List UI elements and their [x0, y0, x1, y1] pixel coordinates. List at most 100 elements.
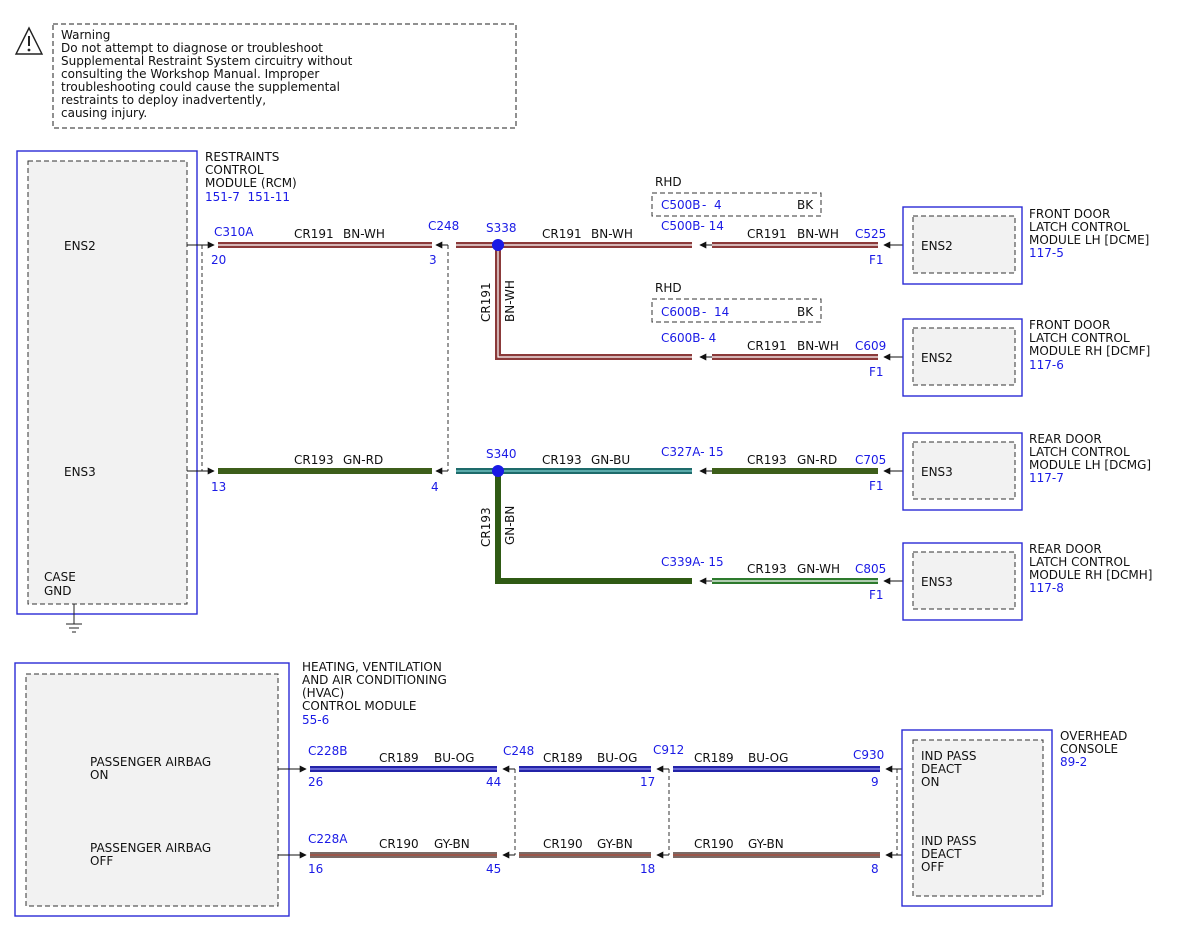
warning-title: Warning [61, 28, 111, 42]
c327a-pin-label: C327A- 15 [661, 445, 724, 459]
rhd-box-1-dash: - [702, 198, 706, 212]
wire-cr191-vertical-label: CR191 [479, 282, 493, 322]
rcm-pin-ens3: ENS3 [64, 465, 96, 479]
overhead-pin-on-line2: DEACT [921, 762, 962, 776]
warning-line-1: Do not attempt to diagnose or troublesho… [61, 41, 324, 55]
warning-line-6: causing injury. [61, 106, 148, 120]
rhd-box-1-pin: 4 [714, 198, 722, 212]
wire-gn-rd-label-1: GN-RD [343, 453, 383, 467]
door-module-rear-lh-name-2: LATCH CONTROL [1029, 445, 1130, 459]
door-module-front-lh: ENS2 FRONT DOOR LATCH CONTROL MODULE LH … [902, 206, 1149, 285]
c930-pin-9: 9 [871, 775, 879, 789]
hvac-ref: 55-6 [302, 713, 329, 727]
rcm-pin-ens2: ENS2 [64, 239, 96, 253]
wire-cr193-gn-bn-branch [495, 471, 692, 584]
door-module-front-rh-name-1: FRONT DOOR [1029, 318, 1110, 332]
wire-cr193-label-3: CR193 [747, 453, 787, 467]
door-module-front-lh-name-1: FRONT DOOR [1029, 207, 1110, 221]
c228a-label: C228A [308, 832, 348, 846]
wire-gn-bn-vertical-label: GN-BN [503, 506, 517, 545]
overhead-console-inner [912, 739, 1044, 897]
door-module-front-lh-name-2: LATCH CONTROL [1029, 220, 1130, 234]
wire-bu-og-label-2: BU-OG [597, 751, 637, 765]
c248-pin-4: 4 [431, 480, 439, 494]
c912-pin-17: 17 [640, 775, 655, 789]
warning-line-3: consulting the Workshop Manual. Improper [61, 67, 320, 81]
overhead-name-line1: OVERHEAD [1060, 729, 1127, 743]
wire-bu-og-label-1: BU-OG [434, 751, 474, 765]
door-module-rear-rh-name-1: REAR DOOR [1029, 542, 1102, 556]
overhead-pin-on-line1: IND PASS [921, 749, 976, 763]
door-module-rear-rh-ref: 117-8 [1029, 581, 1064, 595]
overhead-name-line2: CONSOLE [1060, 742, 1118, 756]
s338-splice [492, 239, 504, 251]
rhd-box-2-dash: - [702, 305, 706, 319]
rhd-box-2-pin: 14 [714, 305, 729, 319]
warning-text: Warning Do not attempt to diagnose or tr… [61, 29, 352, 120]
c248b-label: C248 [503, 744, 534, 758]
door-module-rear-rh-pin: ENS3 [921, 575, 953, 589]
door-module-rear-rh: ENS3 REAR DOOR LATCH CONTROL MODULE RH [… [902, 542, 1152, 621]
wire-gn-rd-label-2: GN-RD [797, 453, 837, 467]
s340-label: S340 [486, 447, 517, 461]
rcm-case-gnd-line2: GND [44, 584, 72, 598]
door-module-rear-lh: ENS3 REAR DOOR LATCH CONTROL MODULE LH [… [902, 432, 1151, 511]
c600b-pin-label: C600B- 4 [661, 331, 716, 345]
c310a-pin-13: 13 [211, 480, 226, 494]
hvac-pin-on-line2: ON [90, 768, 108, 782]
hvac-name-line4: CONTROL MODULE [302, 699, 417, 713]
rcm-name-line3: MODULE (RCM) [205, 176, 297, 190]
wire-cr189-label-2: CR189 [543, 751, 583, 765]
rcm-name-line2: CONTROL [205, 163, 264, 177]
c912-label: C912 [653, 743, 684, 757]
warning-line-4: troubleshooting could cause the suppleme… [61, 80, 340, 94]
rhd-box-1 [651, 192, 822, 217]
overhead-pin-off-line2: DEACT [921, 847, 962, 861]
hvac-name-line2: AND AIR CONDITIONING [302, 673, 447, 687]
overhead-pin-on-line3: ON [921, 775, 939, 789]
door-module-front-rh-name-2: LATCH CONTROL [1029, 331, 1130, 345]
wire-gy-bn-label-3: GY-BN [748, 837, 784, 851]
wire-cr190-label-2: CR190 [543, 837, 583, 851]
rhd-box-2 [651, 298, 822, 323]
wire-bu-og-label-3: BU-OG [748, 751, 788, 765]
wire-cr193-label-4: CR193 [747, 562, 787, 576]
wire-cr190-label-1: CR190 [379, 837, 419, 851]
c805-pin: F1 [869, 588, 884, 602]
wire-gn-bu-label: GN-BU [591, 453, 630, 467]
hvac-module-inner [25, 673, 279, 907]
wire-cr189-label-1: CR189 [379, 751, 419, 765]
rhd-box-1-wire-color: BK [797, 198, 814, 212]
warning-box [52, 23, 517, 129]
c228b-pin: 26 [308, 775, 323, 789]
rhd-box-2-wire-color: BK [797, 305, 814, 319]
wire-gn-wh-label: GN-WH [797, 562, 840, 576]
door-module-rear-lh-pin: ENS3 [921, 465, 953, 479]
c248-label: C248 [428, 219, 459, 233]
rcm-name-line1: RESTRAINTS [205, 150, 279, 164]
door-module-rear-rh-name-2: LATCH CONTROL [1029, 555, 1130, 569]
wire-cr191-label-2: CR191 [542, 227, 582, 241]
s340-splice [492, 465, 504, 477]
wire-cr191-label-3: CR191 [747, 227, 787, 241]
rcm-case-gnd-line1: CASE [44, 570, 76, 584]
hvac-pin-off-line2: OFF [90, 854, 113, 868]
c248-pin-3: 3 [429, 253, 437, 267]
c930-pin-8: 8 [871, 862, 879, 876]
wire-gy-bn-label-1: GY-BN [434, 837, 470, 851]
wire-bn-wh-label-1: BN-WH [343, 227, 385, 241]
door-module-front-rh-ref: 117-6 [1029, 358, 1064, 372]
c705-label: C705 [855, 453, 886, 467]
overhead-ref: 89-2 [1060, 755, 1087, 769]
door-module-rear-rh-name-3: MODULE RH [DCMH] [1029, 568, 1152, 582]
wire-cr191-label-4: CR191 [747, 339, 787, 353]
rhd-label-2: RHD [655, 281, 682, 295]
c228a-pin: 16 [308, 862, 323, 876]
rcm-module-inner [27, 160, 188, 605]
wire-bn-wh-label-2: BN-WH [591, 227, 633, 241]
door-module-rear-lh-name-3: MODULE LH [DCMG] [1029, 458, 1151, 472]
door-module-front-rh-name-3: MODULE RH [DCMF] [1029, 344, 1150, 358]
wire-cr193-vertical-label: CR193 [479, 507, 493, 547]
c705-pin: F1 [869, 479, 884, 493]
door-module-front-rh-pin: ENS2 [921, 351, 953, 365]
